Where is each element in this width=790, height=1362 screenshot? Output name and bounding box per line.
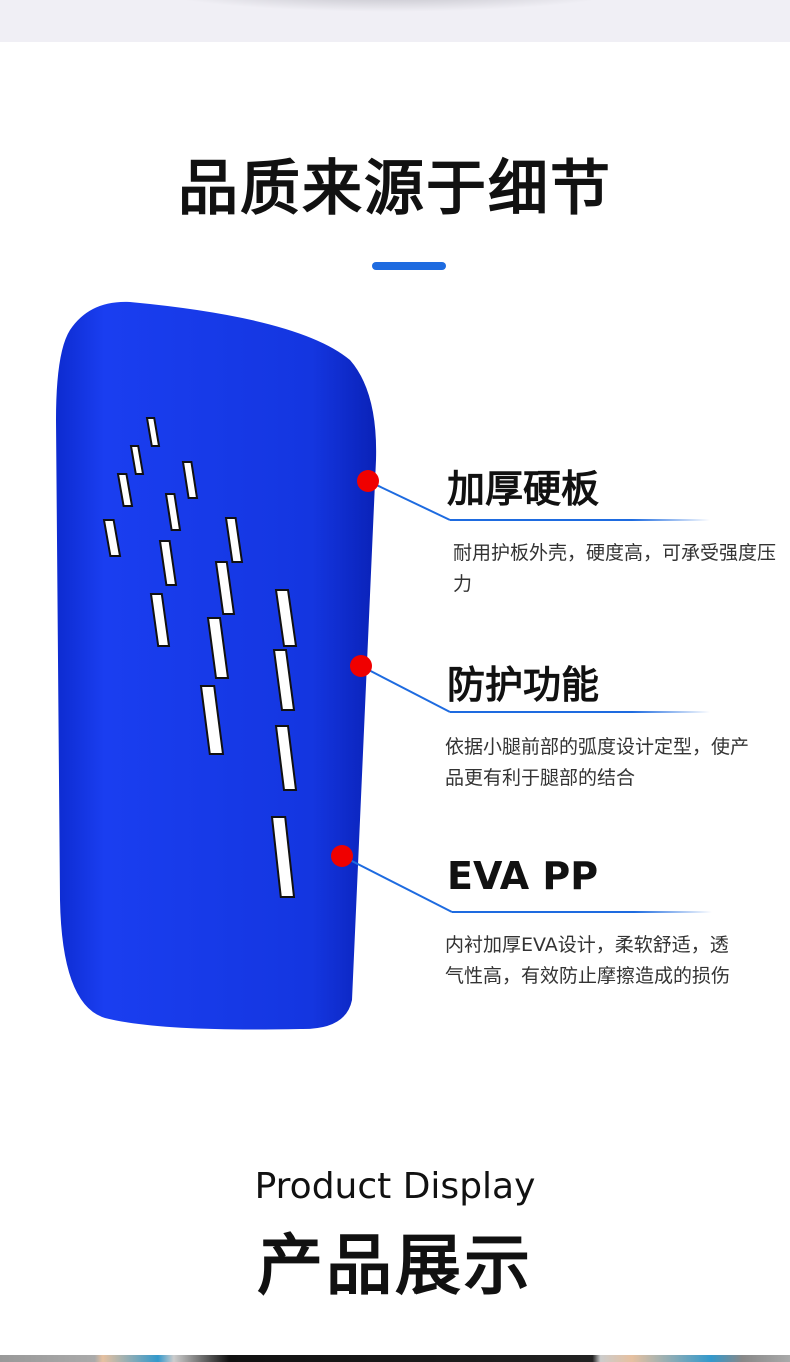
feature-title: 加厚硬板 bbox=[447, 467, 600, 511]
display-heading-chinese: 产品展示 bbox=[257, 1227, 533, 1304]
vent-hole bbox=[164, 493, 182, 531]
feature-title: EVA PP bbox=[447, 854, 599, 898]
callout-marker-dot bbox=[357, 470, 379, 492]
feature-description: 内衬加厚EVA设计，柔软舒适，透气性高，有效防止摩擦造成的损伤 bbox=[445, 934, 731, 987]
section-title: 品质来源于细节 bbox=[178, 154, 612, 224]
vent-hole bbox=[199, 685, 225, 755]
callout-line bbox=[360, 665, 451, 713]
vent-hole bbox=[102, 519, 122, 557]
feature-description: 依据小腿前部的弧度设计定型，使产品更有利于腿部的结合 bbox=[445, 736, 750, 789]
callout-marker-dot bbox=[331, 845, 353, 867]
vent-hole bbox=[274, 725, 298, 791]
vent-hole bbox=[214, 561, 236, 615]
vent-hole bbox=[181, 461, 199, 499]
display-heading-english: Product Display bbox=[254, 1166, 536, 1207]
vent-hole bbox=[129, 445, 145, 475]
vent-hole bbox=[270, 816, 296, 898]
vent-hole bbox=[224, 517, 244, 563]
callout-line bbox=[341, 855, 453, 913]
callout-underline bbox=[452, 911, 712, 913]
ventilation-holes bbox=[102, 417, 298, 898]
product-photo-edge bbox=[0, 1355, 790, 1362]
vent-hole bbox=[274, 589, 298, 647]
vent-hole bbox=[116, 473, 134, 507]
shin-guard-illustration bbox=[56, 301, 712, 1030]
callout-underline bbox=[450, 519, 710, 521]
vent-hole bbox=[206, 617, 230, 679]
feature-description: 耐用护板外壳，硬度高，可承受强度压力 bbox=[453, 542, 777, 595]
vent-hole bbox=[272, 649, 296, 711]
callout-line bbox=[367, 480, 451, 521]
top-banner-edge bbox=[0, 0, 790, 42]
vent-hole bbox=[145, 417, 161, 447]
title-underline bbox=[372, 262, 446, 270]
callout-underline bbox=[450, 711, 710, 713]
vent-hole bbox=[149, 593, 171, 647]
callout-marker-dot bbox=[350, 655, 372, 677]
vent-hole bbox=[158, 540, 178, 586]
feature-title: 防护功能 bbox=[447, 663, 600, 707]
